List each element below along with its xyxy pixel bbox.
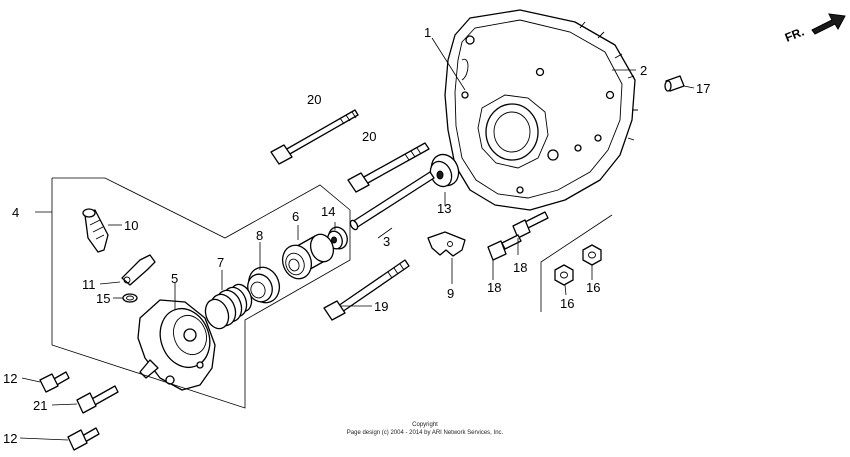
- callout-12-upper: 12: [3, 371, 17, 386]
- callout-20-middle: 20: [362, 129, 376, 144]
- callout-5: 5: [171, 271, 178, 286]
- leader-lines: [19, 37, 695, 441]
- callout-9: 9: [447, 286, 454, 301]
- part-bolt-18-upper: [512, 211, 549, 239]
- assembly-group-outline: [35, 177, 351, 409]
- part-housing-cover: [444, 9, 638, 211]
- copyright-heading: Copyright: [412, 422, 438, 428]
- callout-12-lower: 12: [3, 431, 17, 446]
- callout-labels: 1 2 3 4 5 6 7 8 9 10 11 12 12 13 14 15 1…: [3, 25, 710, 446]
- callout-10: 10: [124, 218, 138, 233]
- callout-11: 11: [82, 277, 96, 292]
- callout-14: 14: [321, 204, 335, 219]
- nut-group-outline: [540, 214, 613, 312]
- part-seal-washer: [429, 153, 460, 188]
- callout-15: 15: [96, 291, 110, 306]
- part-bearing-housing: [281, 233, 335, 280]
- callout-18-left: 18: [487, 280, 501, 295]
- part-long-bolt-upper: [270, 109, 359, 165]
- callout-20-upper: 20: [307, 92, 321, 107]
- callout-16-left: 16: [560, 296, 574, 311]
- part-ring-bearing: [247, 266, 281, 304]
- part-actuator-housing: [137, 299, 216, 391]
- part-dowel-pin: [664, 75, 685, 92]
- part-bolt-12-upper: [39, 371, 70, 393]
- part-bolt-18-lower: [487, 234, 522, 261]
- front-direction-indicator: FR.: [783, 13, 846, 45]
- callout-13: 13: [437, 201, 451, 216]
- front-arrow-icon: [811, 13, 846, 35]
- part-o-ring: [122, 293, 138, 303]
- part-bolt-middle: [347, 142, 430, 193]
- part-coil-spring: [204, 283, 253, 330]
- callout-6: 6: [292, 209, 299, 224]
- callout-19: 19: [374, 299, 388, 314]
- callout-2: 2: [640, 63, 647, 78]
- callout-4: 4: [12, 205, 19, 220]
- callout-7: 7: [217, 255, 224, 270]
- callout-3: 3: [383, 234, 390, 249]
- part-nut-16-upper: [582, 244, 602, 266]
- part-bolt-21: [76, 385, 119, 414]
- callout-21: 21: [33, 398, 47, 413]
- callout-17: 17: [696, 81, 710, 96]
- part-bolt-12-lower: [67, 427, 100, 451]
- part-sensor: [82, 208, 109, 253]
- callout-1: 1: [424, 25, 431, 40]
- part-nut-16-lower: [554, 264, 574, 286]
- part-bracket: [427, 231, 466, 257]
- callout-8: 8: [256, 228, 263, 243]
- front-direction-label: FR.: [783, 25, 806, 45]
- part-clip: [121, 254, 156, 286]
- part-long-bolt-lower: [323, 259, 410, 321]
- callout-16-right: 16: [586, 280, 600, 295]
- callout-18-right: 18: [513, 260, 527, 275]
- part-push-rod: [349, 171, 435, 231]
- copyright-notice: Page design (c) 2004 - 2014 by ARI Netwo…: [346, 430, 504, 436]
